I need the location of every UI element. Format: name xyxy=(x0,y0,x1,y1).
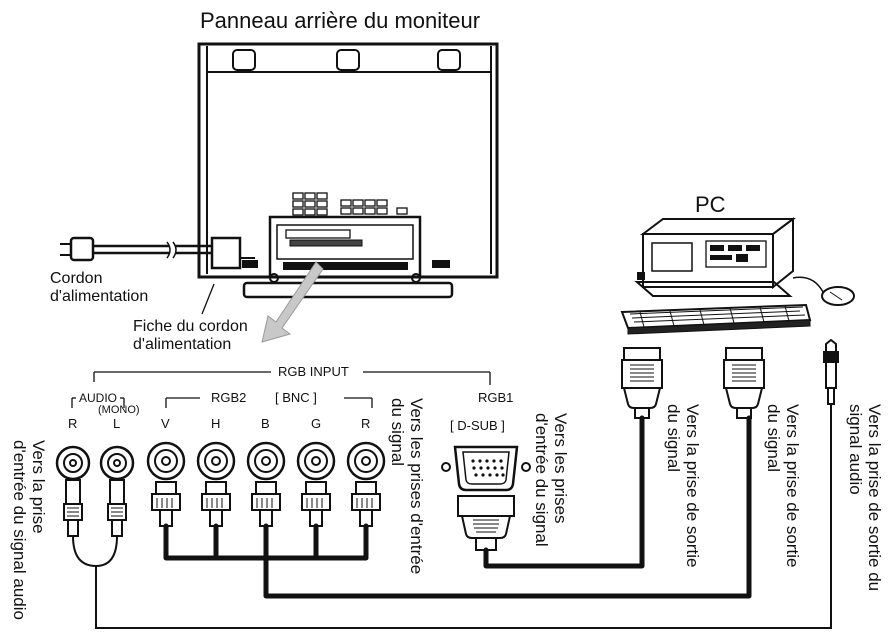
dsub-in-label-line2: d'entrée du signal xyxy=(532,413,551,547)
bnc-port-g: G xyxy=(311,416,322,431)
rgb1-label: RGB1 xyxy=(478,390,514,405)
audio-port-r: R xyxy=(68,416,78,431)
pc-out-2-label: Vers la prise de sortie du signal xyxy=(764,404,802,567)
rgb-input-brackets xyxy=(71,371,491,408)
bnc-port-h: H xyxy=(211,416,221,431)
power-plug-label: Fiche du cordon d'alimentation xyxy=(133,318,248,354)
mono-label: (MONO) xyxy=(98,404,140,416)
pc-out-1-label-line2: du signal xyxy=(664,404,683,473)
audio-port-l: L xyxy=(113,416,121,431)
dsub-label: [ D-SUB ] xyxy=(450,418,505,433)
rgb-input-label: RGB INPUT xyxy=(278,364,349,379)
pc-out-2-label-line2: du signal xyxy=(764,404,783,473)
power-cord-label-line2: d'alimentation xyxy=(50,288,149,305)
audio-in-label-line1: Vers la prise xyxy=(29,440,48,534)
power-cord-label-line1: Cordon xyxy=(50,270,103,287)
bnc-in-label-line2: du signal xyxy=(388,398,407,467)
bnc-port-b: B xyxy=(261,416,270,431)
pc-illustration xyxy=(620,217,855,335)
dsub-connector xyxy=(441,445,531,551)
power-plug-label-line1: Fiche du cordon xyxy=(133,318,248,335)
audio-cable xyxy=(95,404,832,629)
bnc-port-v: V xyxy=(161,416,170,431)
bnc-label: [ BNC ] xyxy=(275,390,317,405)
pc-out-1-label: Vers la prise de sortie du signal xyxy=(664,404,702,567)
dsub-in-label: Vers les prises d'entrée du signal xyxy=(532,413,570,547)
pc-out-1-label-line1: Vers la prise de sortie xyxy=(683,404,702,568)
rgb2-label: RGB2 xyxy=(211,390,247,405)
audio-out-label-line2: signal audio xyxy=(846,404,865,495)
audio-out-label: Vers la prise de sortie du signal audio xyxy=(846,404,884,591)
detail-pointer-arrow xyxy=(261,261,324,343)
audio-jacks xyxy=(55,445,135,568)
audio-in-label: Vers la prise d'entrée du signal audio xyxy=(10,440,48,620)
audio-out-label-line1: Vers la prise de sortie du xyxy=(865,404,884,592)
pc-out-2-label-line1: Vers la prise de sortie xyxy=(783,404,802,568)
bnc-in-label: Vers les prises d'entrée du signal xyxy=(388,398,426,574)
pc-label: PC xyxy=(695,192,726,217)
power-cord xyxy=(60,236,255,315)
audio-mini-plug xyxy=(823,338,839,405)
cables xyxy=(163,415,752,599)
bnc-jacks xyxy=(146,441,386,528)
monitor-back-title: Panneau arrière du moniteur xyxy=(200,8,481,33)
power-plug-label-line2: d'alimentation xyxy=(133,336,232,353)
power-cord-label: Cordon d'alimentation xyxy=(50,270,148,306)
bnc-port-r: R xyxy=(361,416,371,431)
monitor-back xyxy=(197,42,499,299)
bnc-in-label-line1: Vers les prises d'entrée xyxy=(407,398,426,575)
dsub-in-label-line1: Vers les prises xyxy=(551,413,570,524)
audio-in-label-line2: d'entrée du signal audio xyxy=(10,440,29,620)
audio-label: AUDIO xyxy=(79,391,118,405)
pc-dsub-plugs xyxy=(621,347,765,419)
